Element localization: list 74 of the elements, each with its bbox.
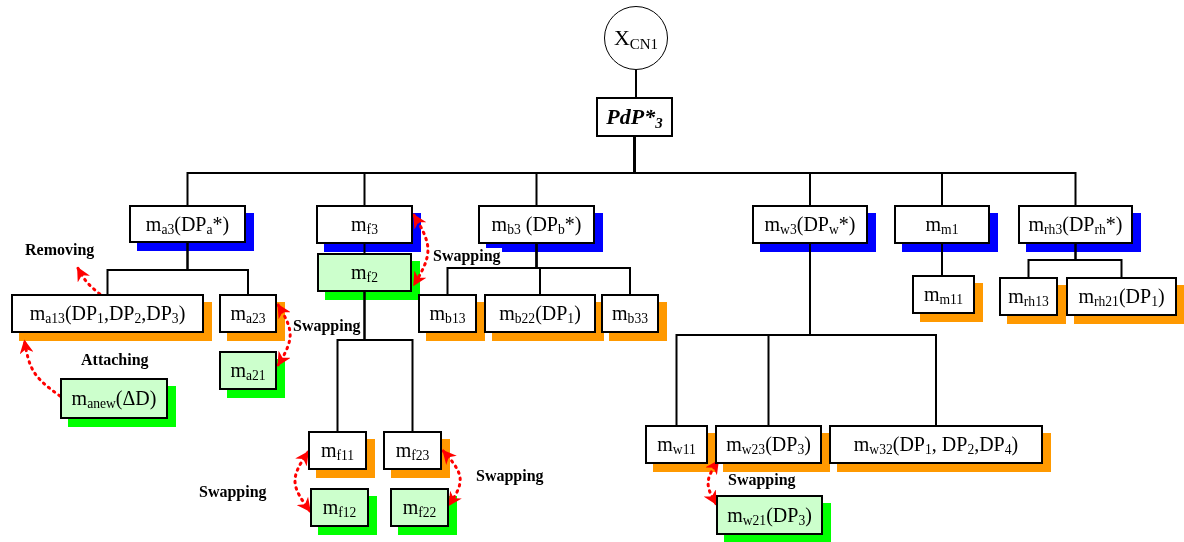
connector-line bbox=[363, 243, 366, 254]
module-box bbox=[11, 294, 204, 333]
dotted-arrow bbox=[293, 450, 312, 513]
module-box bbox=[912, 275, 975, 314]
module-box bbox=[645, 425, 708, 464]
module-label: m$_{w32}$(DP$_{1}$, DP$_{2}$,DP$_{4}$) bbox=[853, 433, 1019, 456]
module-box bbox=[219, 294, 277, 333]
connector-line bbox=[363, 291, 414, 432]
edge-label: Swapping bbox=[727, 472, 797, 488]
module-label: m$_{w3}$(DP$_{w}$*) bbox=[764, 213, 856, 236]
module-box bbox=[1066, 277, 1177, 316]
dotted-arrow bbox=[441, 449, 462, 507]
module-box bbox=[716, 495, 823, 535]
module-label: m$_{f2}$ bbox=[351, 261, 378, 284]
module-box bbox=[601, 294, 659, 333]
module-label: m$_{rh13}$ bbox=[1008, 285, 1049, 308]
module-label: m$_{anew}$(ΔD) bbox=[71, 387, 157, 410]
module-box bbox=[129, 205, 246, 243]
module-box bbox=[1018, 205, 1133, 244]
module-label: X$_{CN1}$ bbox=[613, 25, 659, 51]
edge-label: Swapping bbox=[292, 318, 362, 334]
dotted-arrow bbox=[703, 459, 720, 506]
module-box bbox=[894, 205, 990, 244]
module-label: m$_{w11}$ bbox=[657, 433, 696, 456]
module-box bbox=[829, 425, 1043, 464]
module-label: m$_{a23}$ bbox=[230, 302, 266, 325]
module-label: m$_{f12}$ bbox=[322, 496, 357, 519]
module-box bbox=[383, 431, 442, 470]
edge-label: Removing bbox=[24, 242, 96, 258]
module-box bbox=[390, 488, 449, 527]
dotted-arrow bbox=[412, 213, 430, 287]
module-box bbox=[316, 205, 413, 244]
module-label: m$_{w21}$(DP$_{3}$) bbox=[727, 503, 812, 527]
module-box bbox=[484, 294, 596, 333]
dotted-arrow bbox=[76, 266, 102, 296]
module-box bbox=[219, 351, 277, 390]
edge-label: Swapping bbox=[198, 484, 268, 500]
module-label: m$_{m1}$ bbox=[925, 213, 959, 236]
dotted-arrow bbox=[276, 303, 292, 367]
module-label: m$_{a13}$(DP$_{1}$,DP$_{2}$,DP$_{3}$) bbox=[29, 302, 186, 325]
module-label: m$_{f11}$ bbox=[320, 439, 355, 462]
connector-line bbox=[941, 243, 943, 276]
module-box bbox=[478, 205, 595, 244]
module-box bbox=[596, 97, 673, 137]
module-label: m$_{rh3}$(DP$_{rh}$*) bbox=[1028, 213, 1123, 236]
module-box bbox=[310, 488, 369, 527]
module-label: m$_{a21}$ bbox=[230, 359, 266, 382]
dotted-arrow bbox=[19, 339, 62, 398]
connector-line bbox=[186, 242, 249, 295]
connector-line bbox=[535, 243, 631, 295]
module-label: m$_{w23}$(DP$_{3}$) bbox=[726, 433, 811, 456]
module-box bbox=[752, 205, 868, 244]
edge-label: Swapping bbox=[475, 468, 545, 484]
edge-label: Attaching bbox=[80, 352, 150, 368]
connector-line bbox=[1074, 243, 1123, 278]
module-box bbox=[317, 253, 412, 292]
connector-line bbox=[635, 69, 637, 98]
module-box bbox=[418, 294, 477, 333]
module-label: m$_{b3}$ (DP$_{b}$*) bbox=[491, 213, 582, 236]
module-label: m$_{rh21}$(DP$_{1}$) bbox=[1078, 285, 1165, 308]
module-label: m$_{b33}$ bbox=[612, 302, 648, 325]
module-box bbox=[60, 378, 168, 419]
module-label: m$_{m11}$ bbox=[923, 283, 964, 306]
module-label: m$_{a3}$(DP$_{a}$*) bbox=[145, 212, 230, 236]
module-label: m$_{b13}$ bbox=[429, 302, 466, 325]
module-label: m$_{b22}$(DP$_{1}$) bbox=[499, 302, 581, 325]
edge-label: Swapping bbox=[432, 248, 502, 264]
module-label: m$_{f3}$ bbox=[351, 213, 378, 236]
module-label: m$_{f22}$ bbox=[402, 496, 437, 519]
module-box bbox=[999, 277, 1058, 316]
module-box bbox=[308, 431, 367, 470]
module-label: PdP*$_{3}$ bbox=[606, 104, 663, 130]
module-box bbox=[715, 425, 822, 464]
module-label: m$_{f23}$ bbox=[395, 439, 430, 462]
